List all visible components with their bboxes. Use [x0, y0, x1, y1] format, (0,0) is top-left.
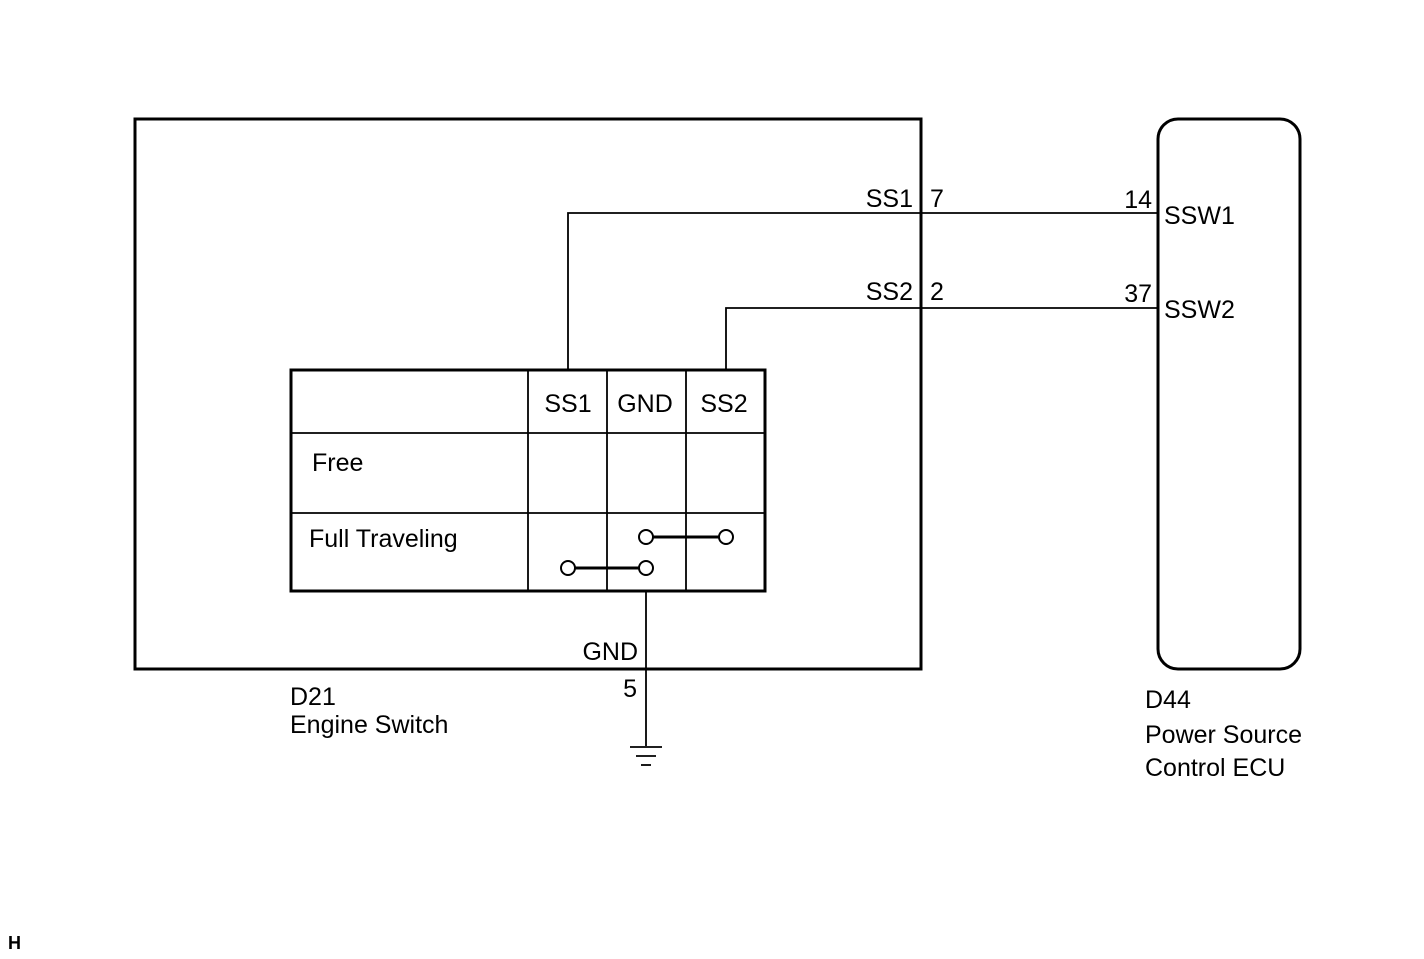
pin-terminal-ss2: SS2 [866, 278, 913, 306]
wire-ss2-ssw2 [725, 307, 1158, 370]
ecu-name-line1: Power Source [1145, 721, 1302, 749]
table-header-gnd: GND [617, 390, 673, 418]
ground-icon [630, 746, 662, 766]
pin-number-7: 7 [930, 185, 944, 213]
pin-terminal-gnd: GND [582, 638, 638, 666]
pin-number-5: 5 [623, 675, 637, 703]
table-row-free: Free [312, 449, 363, 477]
corner-mark: H [8, 933, 21, 953]
wire-ss1-ssw1 [567, 212, 1158, 370]
continuity-ss1-gnd [560, 560, 654, 576]
table-row-full-traveling: Full Traveling [309, 525, 458, 553]
switch-table [289, 368, 767, 593]
ecu-name-line2: Control ECU [1145, 754, 1285, 782]
pin-terminal-ss1: SS1 [866, 185, 913, 213]
engine-switch-code: D21 [290, 683, 336, 711]
ecu-code: D44 [1145, 686, 1191, 714]
engine-switch-name: Engine Switch [290, 711, 448, 739]
pin-number-2: 2 [930, 278, 944, 306]
engine-switch-box [133, 117, 923, 671]
table-header-ss2: SS2 [700, 390, 747, 418]
pin-number-37: 37 [1124, 280, 1152, 308]
pin-terminal-ssw2: SSW2 [1164, 296, 1235, 324]
power-source-ecu-box [1156, 117, 1302, 671]
pin-number-14: 14 [1124, 186, 1152, 214]
continuity-gnd-ss2 [638, 529, 734, 545]
pin-terminal-ssw1: SSW1 [1164, 202, 1235, 230]
table-header-ss1: SS1 [544, 390, 591, 418]
